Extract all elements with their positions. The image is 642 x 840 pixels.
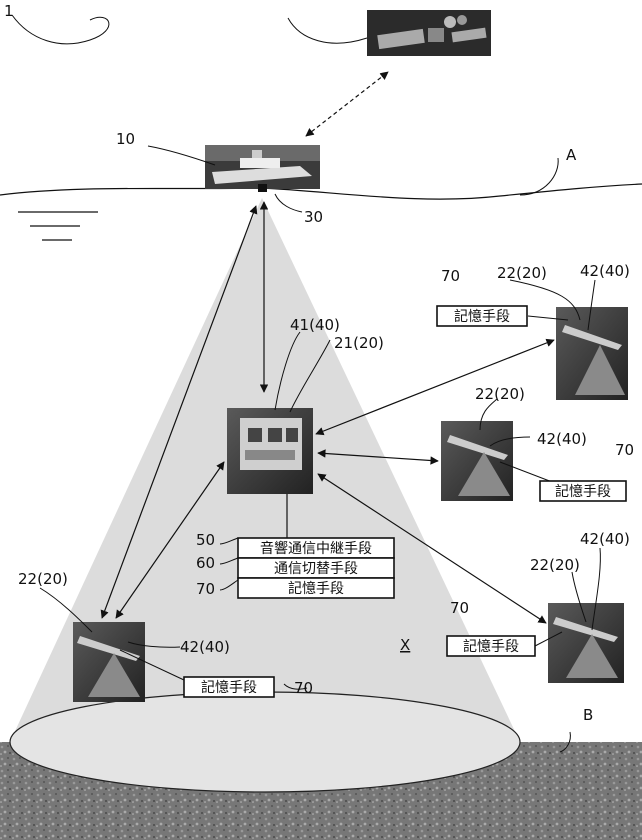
memory-right-top-box: 記憶手段 xyxy=(454,308,510,325)
mem-left-leader xyxy=(119,649,185,681)
auv-right-top-icon xyxy=(556,307,628,400)
relay-auv-right-top-arrow xyxy=(315,338,555,436)
transducer-icon xyxy=(258,184,267,192)
sat-ship-link-arrow xyxy=(305,71,389,137)
label-auv-left-node: 42(40) xyxy=(180,638,230,656)
label-auv-rb-vehicle: 22(20) xyxy=(530,556,580,574)
cone-base-ellipse xyxy=(9,691,521,793)
label-auv-left-vehicle: 22(20) xyxy=(18,570,68,588)
relay-vehicle-icon xyxy=(227,408,313,494)
comm-switch-box: 通信切替手段 xyxy=(274,561,358,577)
label-auv-rt-mem: 70 xyxy=(441,267,460,285)
label-auv-rm-mem: 70 xyxy=(615,441,634,459)
auv-right-bot-icon xyxy=(548,603,624,683)
label-auv-rt-vehicle: 22(20) xyxy=(497,264,547,282)
label-auv-left-mem: 70 xyxy=(294,679,313,697)
label-auv-rb-mem: 70 xyxy=(450,599,469,617)
satellite-icon xyxy=(367,10,491,56)
label-satellite: 1 xyxy=(4,2,14,20)
memory-left-box: 記憶手段 xyxy=(201,679,257,696)
mem-right-bot-leader xyxy=(534,631,563,647)
auv-right-mid-icon xyxy=(441,421,513,501)
memory-right-top-frame xyxy=(436,305,528,327)
label-seabed: B xyxy=(583,706,593,724)
callout-leaders xyxy=(11,14,601,753)
label-ship: 10 xyxy=(116,130,135,148)
memory-right-mid-frame xyxy=(539,480,627,502)
memory-stack-box: 記憶手段 xyxy=(288,580,344,597)
auv-left-icon xyxy=(73,622,145,702)
label-relay-vehicle: 21(20) xyxy=(334,334,384,352)
label-transducer: 30 xyxy=(304,208,323,226)
memory-right-bot-box: 記憶手段 xyxy=(463,638,519,655)
relay-auv-right-mid-arrow xyxy=(317,449,439,465)
label-auv-rt-node: 42(40) xyxy=(580,262,630,280)
label-stack-70: 70 xyxy=(196,580,215,598)
relay-auv-left-arrow xyxy=(115,461,225,619)
label-auv-rm-vehicle: 22(20) xyxy=(475,385,525,403)
memory-left-frame xyxy=(183,676,275,698)
label-stack-60: 60 xyxy=(196,554,215,572)
acoustic-relay-box: 音響通信中継手段 xyxy=(260,540,372,557)
label-region-x: X xyxy=(400,636,410,654)
memory-right-bot-frame xyxy=(446,635,536,657)
ship-icon xyxy=(205,145,320,189)
label-stack-50: 50 xyxy=(196,531,215,549)
memory-right-mid-box: 記憶手段 xyxy=(555,483,611,500)
label-surface: A xyxy=(566,146,577,164)
label-auv-rm-node: 42(40) xyxy=(537,430,587,448)
label-auv-rb-node: 42(40) xyxy=(580,530,630,548)
function-box-stack: 音響通信中継手段 通信切替手段 記憶手段 xyxy=(237,537,395,599)
mem-right-top-leader xyxy=(527,315,569,321)
relay-auv-right-bot-arrow xyxy=(317,473,547,624)
label-relay-node: 41(40) xyxy=(290,316,340,334)
sea-surface-line xyxy=(0,183,642,200)
